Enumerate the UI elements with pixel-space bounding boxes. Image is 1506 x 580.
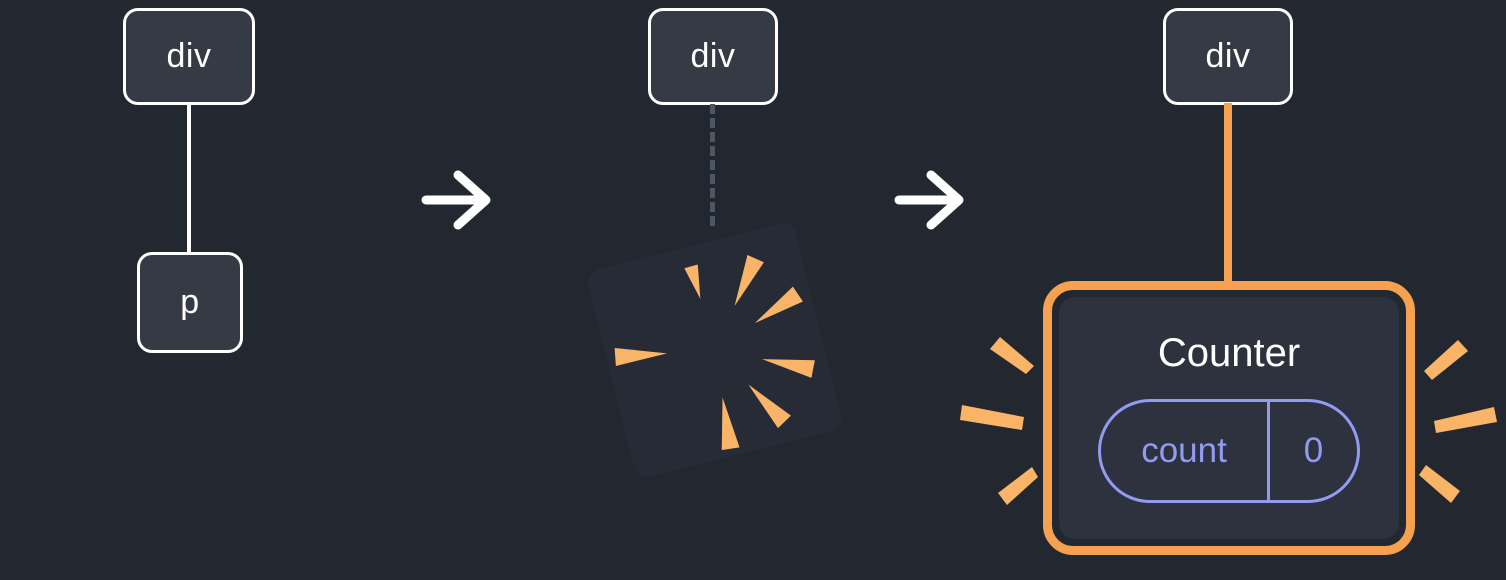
component-box: Counter count 0 [1043, 281, 1415, 555]
dom-node-p: p [137, 252, 243, 353]
highlight-connector [1224, 103, 1232, 285]
dashed-connector [710, 104, 715, 226]
component-title: Counter [1157, 331, 1301, 375]
poof-explosion-icon [588, 223, 842, 477]
dom-node-div-before: div [123, 8, 255, 105]
parent-child-connector [187, 103, 191, 255]
node-label: div [690, 37, 736, 75]
arrow-right-icon [421, 170, 491, 230]
node-label: p [180, 283, 200, 321]
component-panel: Counter count 0 [1059, 297, 1399, 539]
state-key: count [1101, 402, 1270, 500]
dom-node-div-transition: div [648, 8, 778, 105]
node-label: div [166, 37, 212, 75]
state-value: 0 [1303, 431, 1324, 470]
dom-node-div-after: div [1163, 8, 1293, 105]
arrow-right-icon [894, 170, 964, 230]
node-label: div [1205, 37, 1251, 75]
state-pill: count 0 [1098, 399, 1360, 503]
